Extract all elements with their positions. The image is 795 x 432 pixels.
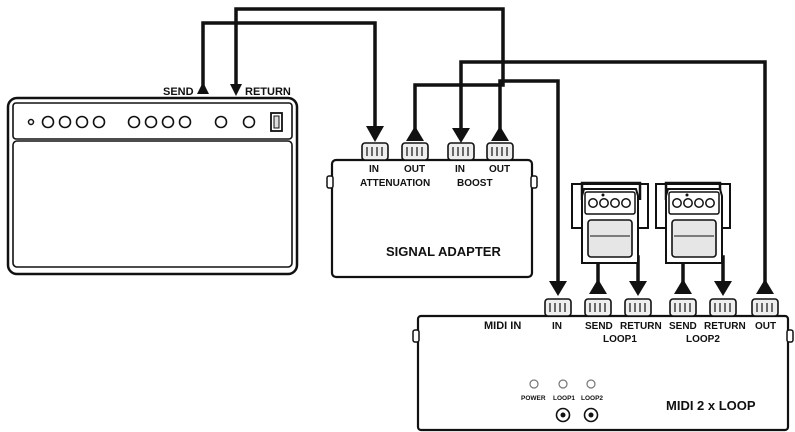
loop1-button-center	[560, 412, 566, 418]
midi-loop1-group-label: LOOP1	[603, 334, 637, 345]
pedal2-knob	[683, 198, 693, 208]
arrowheads	[197, 82, 774, 296]
amp-knob	[144, 115, 158, 129]
amp-knob	[161, 115, 175, 129]
arrow-amp-send-up	[197, 82, 209, 94]
pedal1-knob	[621, 198, 631, 208]
midi-jack-send1-label: SEND	[585, 321, 613, 332]
arrow-return1-down	[629, 281, 647, 296]
arrow-loop-out-up	[756, 279, 774, 294]
cable-loop-out-to-boost-in	[459, 60, 767, 289]
loop2-led	[586, 379, 596, 389]
amp-knob	[178, 115, 192, 129]
adapter-jack-att-in	[361, 142, 389, 161]
arrow-att-out-up	[406, 126, 424, 141]
amp-knob	[92, 115, 106, 129]
loop2-led-label: LOOP2	[581, 395, 603, 402]
adapter-left-tab	[326, 175, 334, 189]
amp-return-label: RETURN	[245, 86, 291, 98]
power-led-label: POWER	[521, 395, 546, 402]
amp-grille	[12, 140, 293, 268]
pedal-loop1	[571, 183, 649, 264]
adapter-att-out-label: OUT	[404, 164, 425, 175]
midi-loop2-group-label: LOOP2	[686, 334, 720, 345]
adapter-right-tab	[530, 175, 538, 189]
amplifier: SEND RETURN	[6, 86, 299, 276]
midi-jack-send1	[584, 298, 612, 317]
loop1-led-label: LOOP1	[553, 395, 575, 402]
adapter-boost-out-label: OUT	[489, 164, 510, 175]
amp-knob-led	[27, 118, 35, 126]
pedal1-knob	[599, 198, 609, 208]
amp-power-switch	[270, 112, 283, 132]
midi-jack-in	[544, 298, 572, 317]
adapter-box	[330, 158, 534, 279]
loop1-led	[558, 379, 568, 389]
adapter-boost-label: BOOST	[457, 178, 493, 189]
pedal1-knob	[588, 198, 598, 208]
pedal1-knob-panel	[584, 191, 636, 215]
midi-jack-return1	[624, 298, 652, 317]
pedal2-knob	[694, 198, 704, 208]
midi-right-tab	[786, 329, 794, 343]
arrow-boost-in-down	[452, 128, 470, 143]
adapter-boost-in-label: IN	[455, 164, 465, 175]
adapter-jack-boost-in	[447, 142, 475, 161]
pedal1-led	[601, 193, 605, 197]
pedal2-footswitch	[671, 219, 717, 258]
midi-left-tab	[412, 329, 420, 343]
adapter-jack-boost-out	[486, 142, 514, 161]
midi-jack-in-label: IN	[552, 321, 562, 332]
pedal2-knob-panel	[668, 191, 720, 215]
amp-send-label: SEND	[163, 86, 194, 98]
midi-in-label: MIDI IN	[484, 320, 521, 332]
cable-attenuation-out-to-return	[234, 7, 505, 135]
amp-knob	[214, 115, 228, 129]
arrow-amp-return-down	[230, 84, 242, 96]
amp-knob	[75, 115, 89, 129]
arrow-send1-up	[589, 279, 607, 294]
arrow-boost-out-up	[491, 126, 509, 141]
midi-jack-return1-label: RETURN	[620, 321, 662, 332]
pedal2-knob	[705, 198, 715, 208]
adapter-title: SIGNAL ADAPTER	[386, 244, 501, 259]
pedal2-led	[685, 193, 689, 197]
amp-power-switch-inner	[273, 115, 280, 129]
cable-send-to-attenuation-in	[201, 21, 377, 128]
amp-control-panel	[12, 102, 293, 140]
arrow-att-in-down	[366, 126, 384, 142]
midi-loop-title: MIDI 2 x LOOP	[666, 398, 756, 413]
midi-jack-return2	[709, 298, 737, 317]
loop2-button-center	[588, 412, 594, 418]
arrow-loop-in-down	[549, 281, 567, 296]
midi-jack-out	[751, 298, 779, 317]
adapter-attenuation-label: ATTENUATION	[360, 178, 430, 189]
pedal1-knob	[610, 198, 620, 208]
midi-jack-out-label: OUT	[755, 321, 776, 332]
amp-knob	[41, 115, 55, 129]
amp-knob	[127, 115, 141, 129]
signal-adapter: IN OUT IN OUT ATTENUATION BOOST SIGNAL A…	[326, 142, 538, 279]
arrow-send2-up	[674, 279, 692, 294]
midi-jack-return2-label: RETURN	[704, 321, 746, 332]
midi-loop-switcher: MIDI IN IN SEND RETURN SEND RETURN OUT L…	[412, 298, 794, 432]
adapter-att-in-label: IN	[369, 164, 379, 175]
pedal1-footswitch	[587, 219, 633, 258]
power-led	[529, 379, 539, 389]
midi-jack-send2-label: SEND	[669, 321, 697, 332]
midi-jack-send2	[669, 298, 697, 317]
amp-knob	[242, 115, 256, 129]
adapter-jack-att-out	[401, 142, 429, 161]
amp-knob	[58, 115, 72, 129]
arrow-return2-down	[714, 281, 732, 296]
pedal2-knob	[672, 198, 682, 208]
cable-boost-out-to-loop-in	[498, 79, 560, 283]
pedal-loop2	[655, 183, 731, 264]
